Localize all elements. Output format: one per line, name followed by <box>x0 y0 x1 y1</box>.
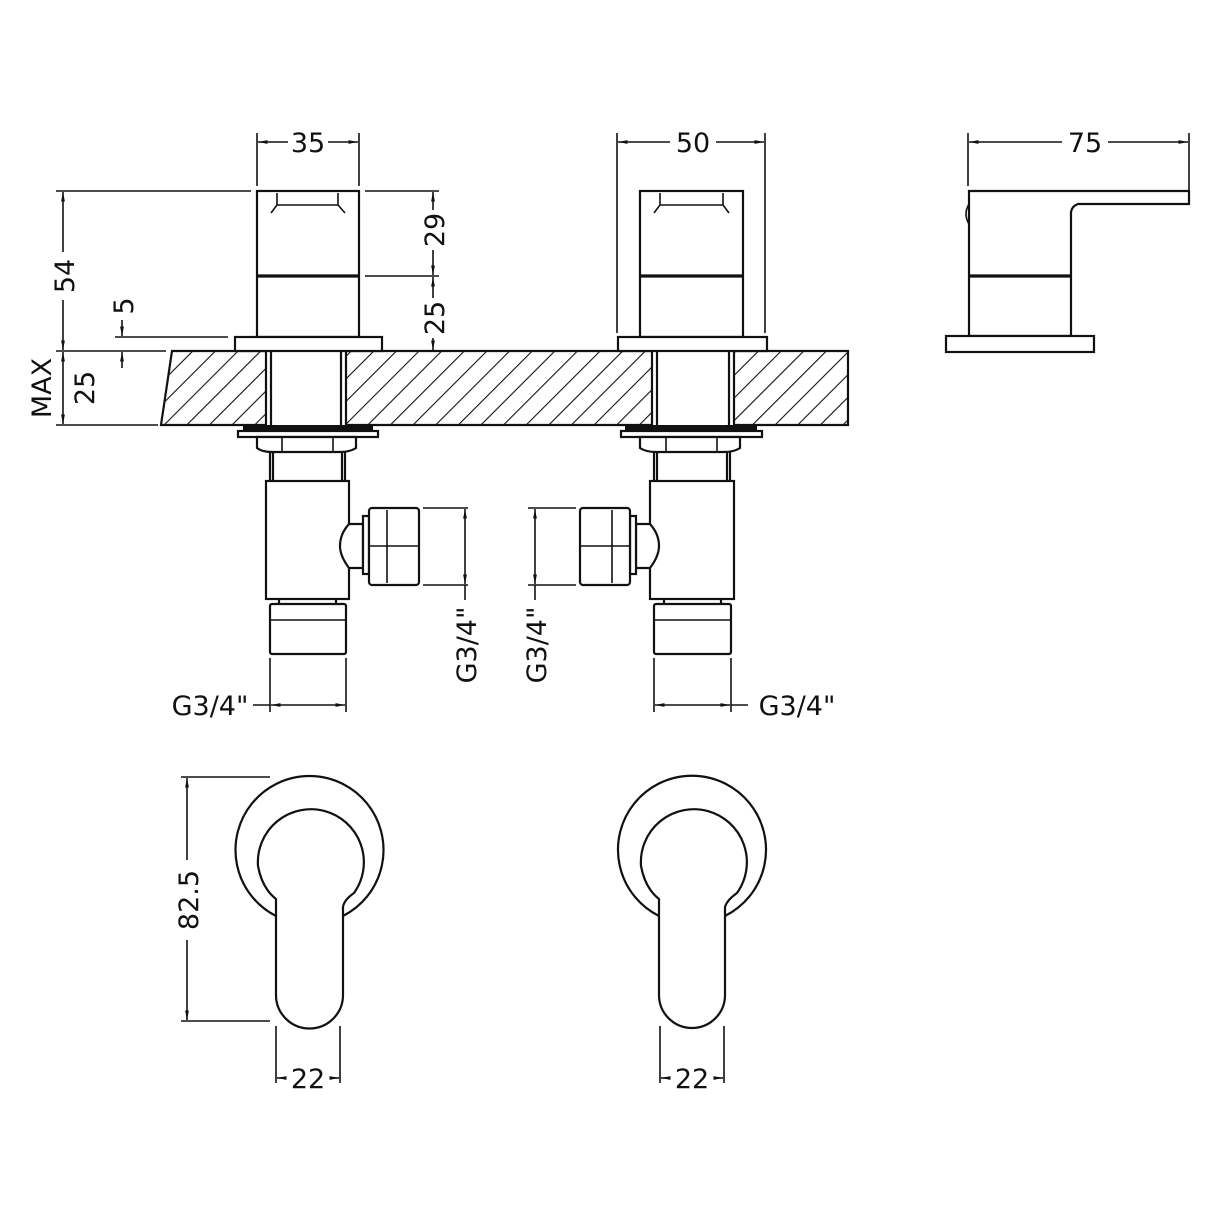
right-outlet-thread-label: G3/4" <box>759 691 836 722</box>
dim-25-deck-label: 25 <box>70 371 101 405</box>
dim-max-label: MAX <box>27 358 58 418</box>
dimension-left-width: 35 <box>256 128 360 186</box>
dimension-left-lever-width: 22 <box>275 1026 341 1095</box>
front-view-right-valve <box>578 189 769 656</box>
left-lever-width-label: 22 <box>291 1064 325 1095</box>
dim-54-label: 54 <box>50 259 81 293</box>
dim-75-label: 75 <box>1068 128 1102 159</box>
dim-50-label: 50 <box>676 128 710 159</box>
lever-view-left <box>234 774 385 1030</box>
dimension-handle-heights: 29 25 <box>365 192 451 350</box>
left-side-thread-label: G3/4" <box>452 607 483 684</box>
lever-height-label: 82.5 <box>174 870 205 930</box>
lever-view-right <box>616 774 768 1030</box>
dimension-left-outlet-thread: G3/4" <box>172 658 347 722</box>
dimension-left-side-thread: G3/4" <box>423 507 483 684</box>
right-side-thread-label: G3/4" <box>522 607 553 684</box>
left-outlet-thread-label: G3/4" <box>172 691 249 722</box>
dim-5-label: 5 <box>109 297 140 314</box>
dimension-right-outlet-thread: G3/4" <box>653 658 836 722</box>
side-view <box>944 189 1191 354</box>
dim-35-label: 35 <box>291 128 325 159</box>
dimension-total-height: 54 <box>50 190 439 350</box>
dimension-right-width: 50 <box>616 128 766 333</box>
dimension-deck-max: MAX 25 <box>27 350 166 426</box>
dimension-flange: 5 <box>109 297 228 368</box>
countertop-section <box>159 349 850 427</box>
dimension-side-depth: 75 <box>967 128 1190 191</box>
front-view-left-valve <box>233 189 421 656</box>
right-lever-width-label: 22 <box>675 1064 709 1095</box>
dim-25-body-label: 25 <box>420 301 451 335</box>
dimension-right-side-thread: G3/4" <box>522 507 576 684</box>
dimension-lever-height: 82.5 <box>174 776 270 1022</box>
dim-29-label: 29 <box>420 213 451 247</box>
dimension-right-lever-width: 22 <box>659 1026 725 1095</box>
